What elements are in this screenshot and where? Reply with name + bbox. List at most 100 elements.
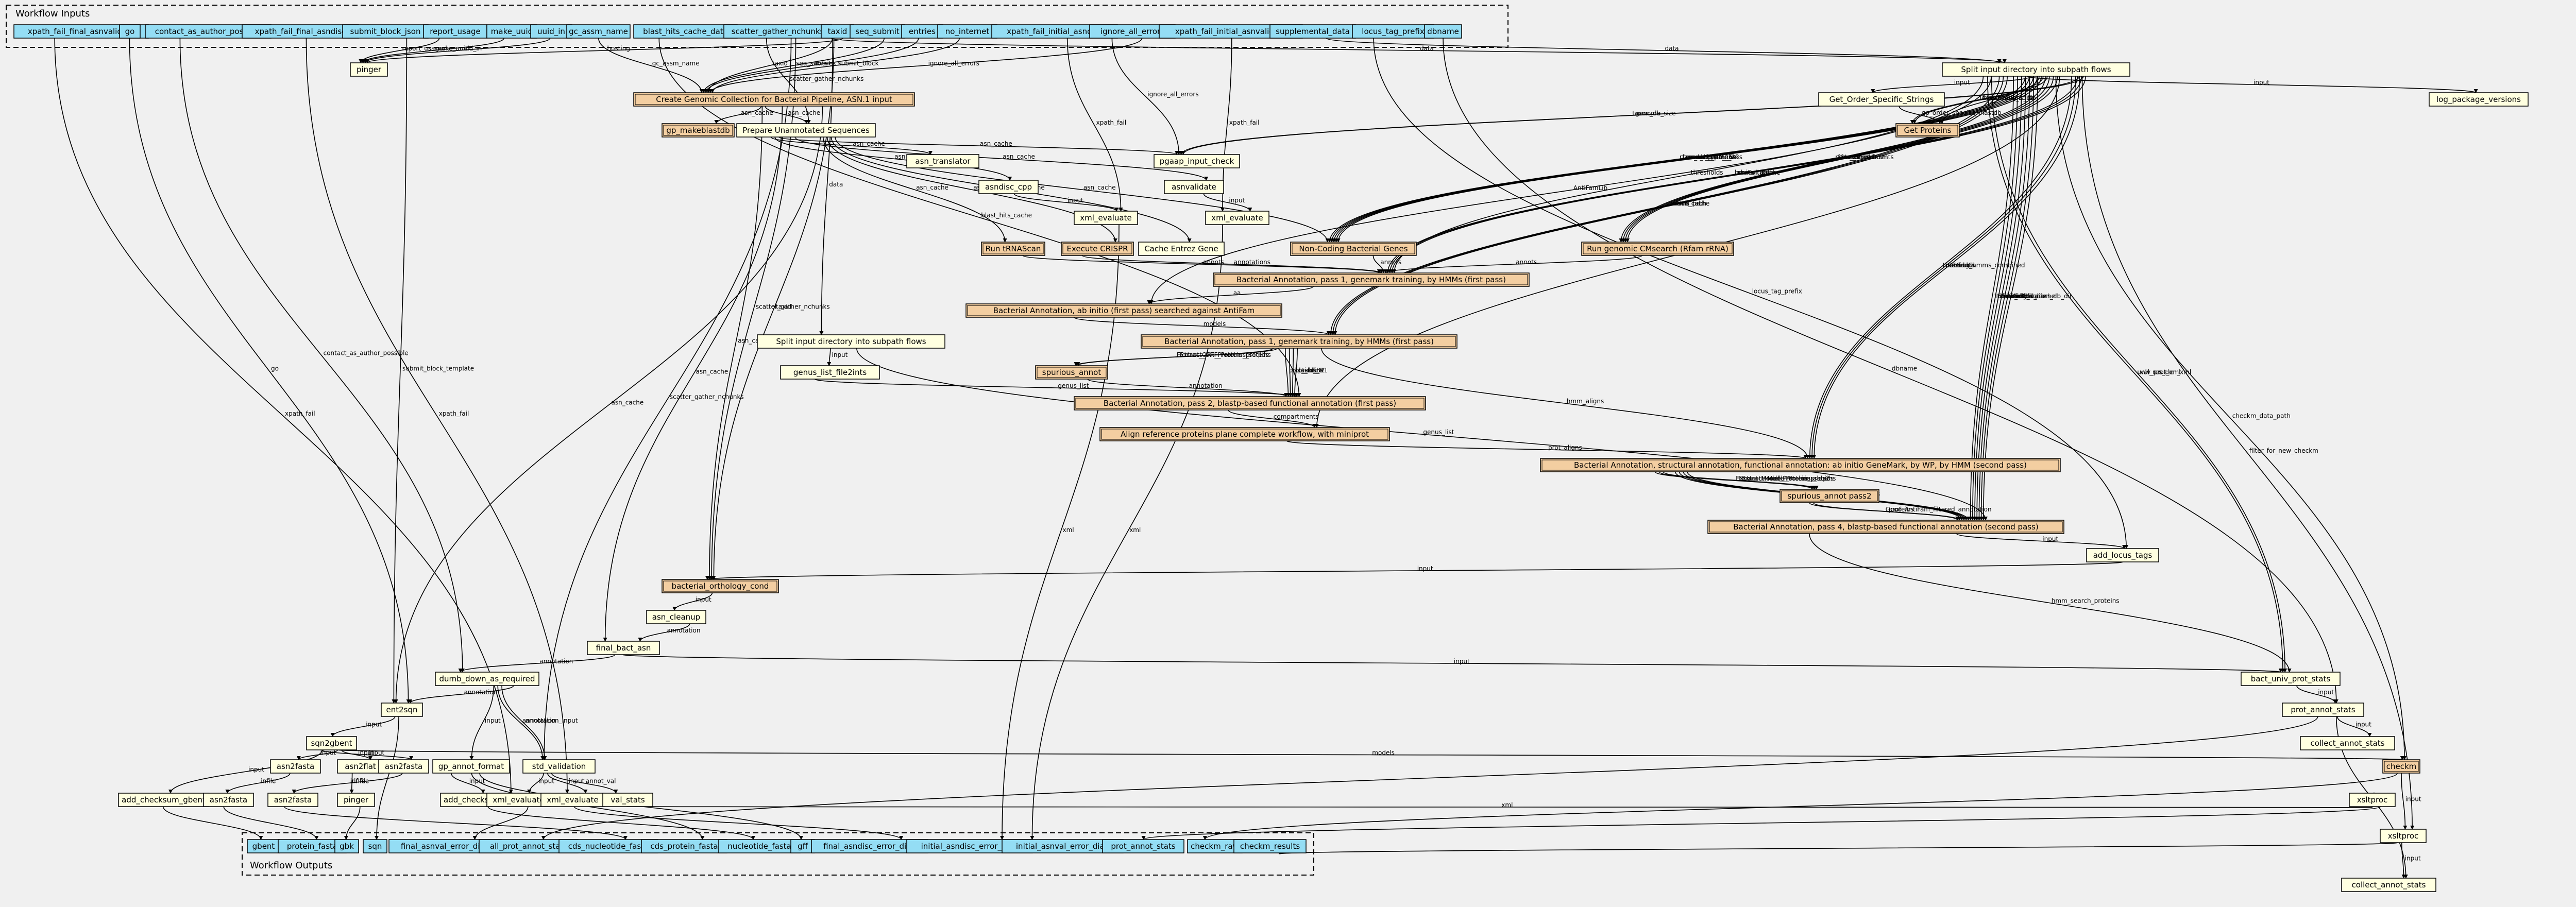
node-t-pass1[interactable]: Bacterial Annotation, pass 1, genemark t…: [1213, 272, 1530, 287]
node-box: [2380, 829, 2427, 843]
node-t-cmsearch[interactable]: Run genomic CMsearch (Rfam rRNA): [1581, 242, 1734, 256]
node-s-cache[interactable]: Cache Entrez Gene: [1138, 242, 1225, 256]
node-i-blasthits[interactable]: blast_hits_cache_data: [633, 24, 738, 39]
edge-label: aa: [1233, 289, 1241, 297]
node-s-xsltproc2[interactable]: xsltproc: [2380, 829, 2427, 843]
node-s-logpkg[interactable]: log_package_versions: [2429, 92, 2529, 107]
node-t-getprot[interactable]: Get Proteins: [1895, 123, 1960, 138]
node-s-xmleval4[interactable]: xml_evaluate: [540, 793, 605, 807]
edge: [321, 749, 414, 760]
node-s-xmleval2[interactable]: xml_evaluate: [1205, 211, 1269, 225]
node-t-abinitio[interactable]: Bacterial Annotation, ab initio (first p…: [965, 303, 1282, 318]
node-t-noncoding[interactable]: Non-Coding Bacterial Genes: [1290, 242, 1417, 256]
node-t-pass2[interactable]: Bacterial Annotation, pass 2, blastp-bas…: [1074, 396, 1426, 410]
node-i-dbname[interactable]: dbname: [1424, 24, 1462, 39]
node-s-bactunivstats[interactable]: bact_univ_prot_stats: [2241, 672, 2341, 686]
node-s-asn2fasta1[interactable]: asn2fasta: [270, 759, 321, 774]
node-s-addchkgb[interactable]: add_checksum_gbent: [118, 793, 209, 807]
node-i-seqsub[interactable]: seq_submit: [850, 24, 905, 39]
node-s-gpannot[interactable]: gp_annot_format: [432, 759, 510, 774]
node-i-uuidin[interactable]: uuid_in: [530, 24, 572, 39]
node-s-valstats[interactable]: val_stats: [602, 793, 653, 807]
node-t-pass1b[interactable]: Bacterial Annotation, pass 1, genemark t…: [1141, 334, 1458, 349]
node-o-cdsprot[interactable]: cds_protein_fasta: [641, 839, 727, 853]
node-s-prepare[interactable]: Prepare Unannotated Sequences: [736, 123, 876, 138]
edge: [2081, 76, 2415, 830]
node-s-finalbact[interactable]: final_bact_asn: [587, 641, 660, 655]
node-box: [780, 365, 880, 380]
edge-label: scatter_gather_nchunks: [670, 393, 744, 401]
node-i-nointernet[interactable]: no_internet: [937, 24, 997, 39]
node-s-pinger1[interactable]: pinger: [350, 62, 388, 77]
node-s-asn2fasta2[interactable]: asn2fasta: [378, 759, 429, 774]
node-s-getorder[interactable]: Get_Order_Specific_Strings: [1818, 92, 1945, 107]
node-s-addlocus[interactable]: add_locus_tags: [2086, 548, 2159, 562]
node-s-collect1[interactable]: collect_annot_stats: [2300, 736, 2395, 750]
edge-label: input: [569, 778, 585, 785]
node-i-locus[interactable]: locus_tag_prefix: [1352, 24, 1434, 39]
node-t-spurious1[interactable]: spurious_annot: [1035, 365, 1108, 380]
node-i-entries[interactable]: entries: [901, 24, 943, 39]
node-s-sqn2gbent[interactable]: sqn2gbent: [306, 736, 357, 750]
node-i-gpasm[interactable]: gc_assm_name: [566, 24, 631, 39]
node-t-ortho[interactable]: bacterial_orthology_cond: [662, 579, 779, 593]
node-t-checkm[interactable]: checkm: [2382, 759, 2420, 774]
node-i-sgnc[interactable]: scatter_gather_nchunks: [723, 24, 832, 39]
node-s-dumb[interactable]: dumb_down_as_required: [435, 672, 539, 686]
node-t-makeblast[interactable]: gp_makeblastdb: [662, 123, 735, 138]
node-i-taxid[interactable]: taxid: [821, 24, 854, 39]
node-s-collect2[interactable]: collect_annot_stats: [2341, 878, 2436, 892]
node-box: [1138, 242, 1225, 256]
edge-label: genome_size: [1635, 110, 1675, 117]
edge: [598, 38, 704, 93]
node-inner-border: [1583, 243, 1733, 254]
node-t-crispr[interactable]: Execute CRISPR: [1061, 242, 1134, 256]
node-s-asn2fasta4[interactable]: asn2fasta: [267, 793, 318, 807]
node-s-asn2fasta3[interactable]: asn2fasta: [203, 793, 254, 807]
edge-label: asn_cache: [916, 184, 948, 191]
node-o-gbent[interactable]: gbent: [247, 839, 280, 853]
node-t-spurious2[interactable]: spurious_annot pass2: [1780, 489, 1879, 503]
node-o-protannot[interactable]: prot_annot_stats: [1102, 839, 1184, 853]
node-s-ent2sqn[interactable]: ent2sqn: [381, 703, 423, 717]
node-t-create[interactable]: Create Genomic Collection for Bacterial …: [633, 92, 915, 107]
node-s-genus[interactable]: genus_list_file2ints: [780, 365, 880, 380]
edge-label: entries: [815, 60, 836, 67]
node-s-xmleval1[interactable]: xml_evaluate: [1074, 211, 1138, 225]
edge-label: annots: [1203, 259, 1224, 266]
node-s-xmleval3[interactable]: xml_evaluate: [486, 793, 551, 807]
node-i-sbjson[interactable]: submit_block_json: [342, 24, 429, 39]
node-t-structural[interactable]: Bacterial Annotation, structural annotat…: [1540, 458, 2061, 472]
node-s-asndisc[interactable]: asndisc_cpp: [978, 180, 1039, 194]
node-s-split1[interactable]: Split input directory into subpath flows: [1942, 62, 2130, 77]
node-s-pgaapcheck[interactable]: pgaap_input_check: [1154, 154, 1240, 168]
edge: [1203, 193, 1252, 212]
node-i-go[interactable]: go: [119, 24, 141, 39]
edge-label: rfam_amendments: [1680, 153, 1738, 161]
edge-label: blast_hits_cache: [981, 212, 1032, 219]
node-i-suppl[interactable]: supplemental_data: [1269, 24, 1356, 39]
node-box: [381, 703, 423, 717]
node-o-gbk[interactable]: gbk: [334, 839, 359, 853]
edge-label: input: [485, 717, 501, 724]
node-s-asnval[interactable]: asnvalidate: [1164, 180, 1224, 194]
node-s-stdval[interactable]: std_validation: [522, 759, 596, 774]
node-t-pass4[interactable]: Bacterial Annotation, pass 4, blastp-bas…: [1707, 520, 2064, 534]
node-i-xfinaldiscr[interactable]: xpath_fail_final_asndisc: [242, 24, 359, 39]
node-s-split2[interactable]: Split input directory into subpath flows: [757, 334, 945, 349]
node-s-pinger2[interactable]: pinger: [337, 793, 375, 807]
node-o-checkmres[interactable]: checkm_results: [1233, 839, 1307, 853]
node-i-makeuuid[interactable]: make_uuid: [486, 24, 537, 39]
node-s-asncleanup[interactable]: asn_cleanup: [646, 610, 706, 624]
node-o-sqn[interactable]: sqn: [363, 839, 387, 853]
node-s-asntrans[interactable]: asn_translator: [906, 154, 979, 168]
node-o-nucfasta[interactable]: nucleotide_fasta: [718, 839, 801, 853]
node-o-gff[interactable]: gff: [790, 839, 815, 853]
node-s-asn2flat[interactable]: asn2flat: [337, 759, 384, 774]
edge-label: data: [1420, 45, 1434, 52]
node-t-trna[interactable]: Run tRNAScan: [981, 242, 1045, 256]
node-s-xsltproc1[interactable]: xsltproc: [2349, 793, 2396, 807]
node-i-report[interactable]: report_usage: [423, 24, 487, 39]
node-s-protannot[interactable]: prot_annot_stats: [2282, 703, 2364, 717]
node-t-align[interactable]: Align reference proteins plane complete …: [1099, 427, 1390, 441]
